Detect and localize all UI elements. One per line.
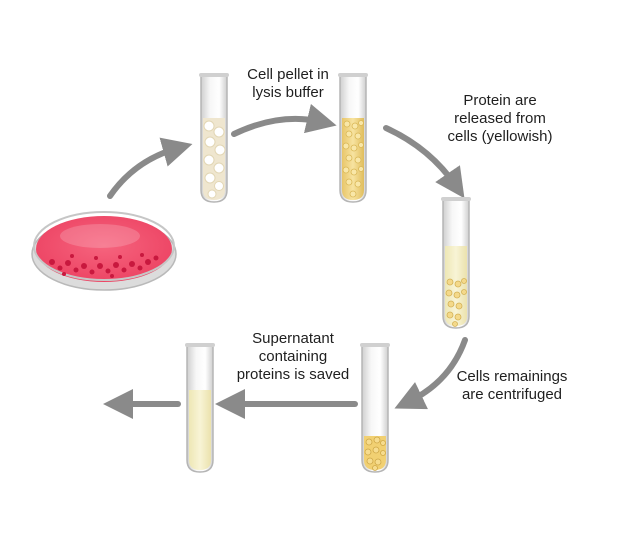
- tube-lysis-icon: [199, 73, 229, 203]
- tube-mixed-icon: [441, 197, 471, 329]
- arrow-tube2-to-tube3: [383, 125, 465, 199]
- process-arrows: [103, 103, 468, 419]
- step-label-line: cells (yellowish): [447, 128, 553, 145]
- step-label-line: Cell pellet in: [247, 66, 329, 83]
- step-label-line: lysis buffer: [252, 84, 324, 101]
- step-label-line: released from: [454, 110, 546, 127]
- step-label-line: Protein are: [463, 92, 537, 109]
- step-label-line: containing: [258, 348, 328, 365]
- arrow-dish-to-tube1: [107, 137, 193, 199]
- arrow-tube1-to-tube2: [231, 103, 337, 137]
- step-label-line: are centrifuged: [461, 386, 563, 403]
- step-label-release: Protein are released from cells (yellowi…: [420, 92, 580, 146]
- step-label-lysis: Cell pellet in lysis buffer: [218, 66, 358, 102]
- step-label-line: Supernatant: [252, 330, 334, 347]
- petri-dish-icon: [31, 211, 177, 291]
- step-label-line: Cells remainings: [456, 368, 568, 385]
- step-label-supernatant: Supernatant containing proteins is saved: [228, 330, 358, 384]
- step-label-line: proteins is saved: [236, 366, 350, 383]
- tube-released-icon: [338, 73, 368, 203]
- step-label-centrifuge: Cells remainings are centrifuged: [432, 368, 592, 404]
- tube-centrifuged-icon: [360, 343, 390, 473]
- arrow-tube3-to-tube4: [394, 337, 468, 410]
- tube-supernatant-icon: [185, 343, 215, 473]
